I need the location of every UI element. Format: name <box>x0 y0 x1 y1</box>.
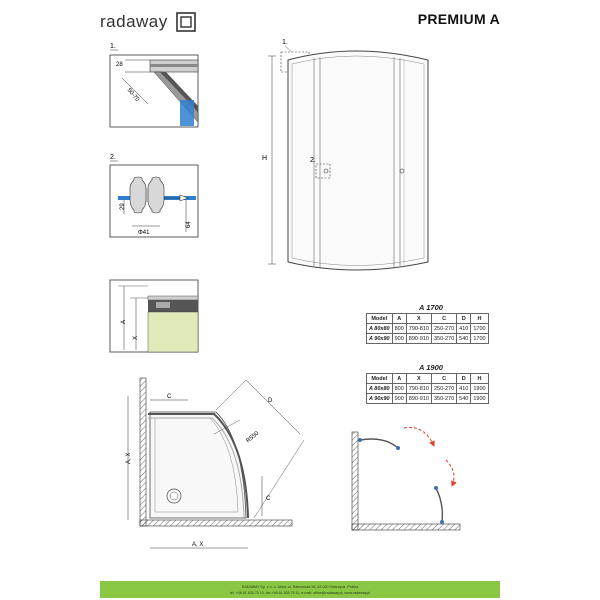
detail-1: 1. 28 50-70 <box>109 43 199 128</box>
table-row: A 80x80 800 790-810 250-270 410 1900 <box>366 383 489 394</box>
brand-square-icon <box>176 12 196 32</box>
table-cell: 540 <box>456 393 472 404</box>
table-cell: 1700 <box>470 323 489 334</box>
detail-2-dim-b: 64 <box>186 221 192 228</box>
table-cell: 900 <box>391 333 407 344</box>
table-header-cell: H <box>470 313 489 324</box>
product-title: PREMIUM A <box>417 11 500 27</box>
front-label-1: 1. <box>282 39 288 46</box>
table-cell: 800 <box>391 323 407 334</box>
detail-2: 2. 29 64 Φ41 <box>109 154 199 238</box>
table-row: A 90x90 900 890-910 350-270 540 1700 <box>366 333 489 344</box>
detail-2-dim-a: 29 <box>120 203 126 210</box>
detail-2-dim-c: Φ41 <box>138 230 150 236</box>
table-cell: 250-270 <box>430 323 458 334</box>
table-header-cell: C <box>430 373 458 384</box>
plan-label-d: D <box>268 398 273 404</box>
table-cell: A 90x90 <box>366 333 393 344</box>
table-cell: 1900 <box>470 393 489 404</box>
detail-3-label-a: A <box>121 320 127 324</box>
table-cell: A 90x90 <box>366 393 393 404</box>
table-header-cell: A <box>391 313 407 324</box>
brand-name: radaway <box>100 12 168 31</box>
plan-label-ax-v: A, X <box>126 453 132 464</box>
table-cell: 790-810 <box>405 383 432 394</box>
detail-1-label: 1. <box>110 43 116 50</box>
plan-view: C D R550 C A, X A, X <box>126 377 305 549</box>
table-header-cell: A <box>391 373 407 384</box>
table-cell: 350-270 <box>430 393 458 404</box>
table-cell: 410 <box>456 323 472 334</box>
table-header-cell: Model <box>366 313 393 324</box>
open-arrow-icon <box>445 459 457 487</box>
brand-logo: radaway <box>100 12 200 34</box>
handle-icon <box>434 486 438 490</box>
table-cell: 410 <box>456 383 472 394</box>
table-cell: A 80x80 <box>366 323 393 334</box>
table-header-row: Model A X C D H <box>366 373 489 384</box>
detail-3-label-x: X <box>133 336 139 340</box>
table-header-cell: C <box>430 313 458 324</box>
table-1900-title: A 1900 <box>419 363 443 372</box>
front-label-2: 2. <box>310 157 316 164</box>
table-row: A 90x90 900 890-910 350-270 540 1900 <box>366 393 489 404</box>
table-cell: 790-810 <box>405 323 432 334</box>
table-header-cell: X <box>405 373 432 384</box>
front-label-h: H <box>262 155 267 162</box>
plan-label-c1: C <box>167 394 172 400</box>
table-header-cell: Model <box>366 373 393 384</box>
handle-icon <box>440 520 444 524</box>
front-elevation: 1. H 2. <box>262 39 429 271</box>
detail-2-label: 2. <box>110 154 116 161</box>
table-row: A 80x80 800 790-810 250-270 410 1700 <box>366 323 489 334</box>
detail-1-dim-a: 28 <box>116 62 123 68</box>
table-cell: 890-910 <box>405 393 432 404</box>
footer-bar: RADAWAY Sp. z o. o. Jasin; ul. Rabowicka… <box>100 581 500 598</box>
table-1700: Model A X C D H A 80x80 800 790-810 250-… <box>366 313 489 344</box>
table-cell: 900 <box>391 393 407 404</box>
detail-3: A X <box>109 279 199 353</box>
footer-contact: tel. +48 61 835 75 10, fax +48 61 835 75… <box>229 591 371 595</box>
table-cell: 1900 <box>470 383 489 394</box>
table-cell: 890-910 <box>405 333 432 344</box>
table-cell: 1700 <box>470 333 489 344</box>
footer-address: RADAWAY Sp. z o. o. Jasin; ul. Rabowicka… <box>241 585 359 589</box>
plan-label-c2: C <box>266 496 271 502</box>
handle-icon <box>396 446 400 450</box>
door-opening-diagram <box>351 426 461 531</box>
table-header-cell: H <box>470 373 489 384</box>
table-cell: 250-270 <box>430 383 458 394</box>
table-1900: Model A X C D H A 80x80 800 790-810 250-… <box>366 373 489 404</box>
table-cell: 350-270 <box>430 333 458 344</box>
table-cell: A 80x80 <box>366 383 393 394</box>
table-header-cell: D <box>456 373 472 384</box>
table-cell: 800 <box>391 383 407 394</box>
table-1700-title: A 1700 <box>419 303 443 312</box>
table-header-cell: X <box>405 313 432 324</box>
table-header-cell: D <box>456 313 472 324</box>
table-header-row: Model A X C D H <box>366 313 489 324</box>
handle-icon <box>358 438 362 442</box>
open-arrow-icon <box>403 426 435 447</box>
table-cell: 540 <box>456 333 472 344</box>
plan-label-r: R550 <box>245 430 260 444</box>
plan-label-ax-h: A, X <box>192 542 203 548</box>
